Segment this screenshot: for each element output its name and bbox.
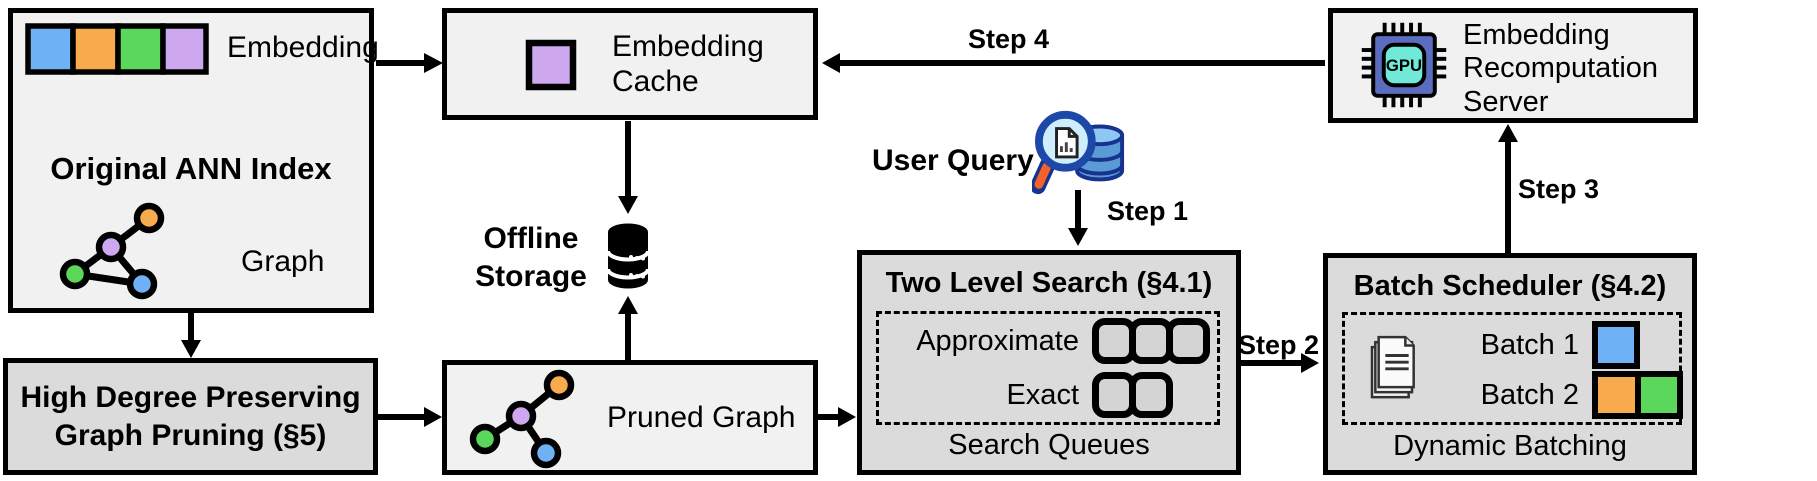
dynamic-batching-dashed-box: Batch 1 Batch 2 — [1342, 312, 1683, 425]
batch2-cell-orange — [1592, 371, 1641, 419]
approximate-queue-row: Approximate — [883, 318, 1210, 364]
pruned-node-orange — [543, 369, 575, 401]
original-ann-index-box: Embedding Original ANN Index Graph — [8, 8, 379, 313]
embedding-vector-icon — [25, 23, 209, 75]
batch2-squares-icon — [1592, 371, 1683, 419]
gpu-icon: GPU — [1361, 22, 1447, 108]
embedding-cache-label: Embedding Cache — [612, 30, 764, 99]
queue-slot — [1166, 318, 1210, 364]
search-queues-dashed-box: Approximate Exact — [876, 311, 1220, 425]
queue-slot — [1092, 318, 1136, 364]
dynamic-batching-caption: Dynamic Batching — [1393, 430, 1627, 462]
recompute-server-label: Embedding Recomputation Server — [1463, 19, 1659, 118]
exact-label: Exact — [1006, 378, 1079, 411]
arrow-pruned-graph-to-storage — [618, 296, 638, 362]
two-level-search-box: Two Level Search (§4.1) Approximate Exac… — [857, 250, 1241, 475]
embedding-cell-blue — [25, 23, 76, 75]
batch-scheduler-box: Batch Scheduler (§4.2) Batch 1 Batch 2 — [1323, 253, 1697, 475]
queue-slot — [1129, 372, 1173, 418]
arrow-step3-scheduler-to-server — [1498, 124, 1518, 255]
pruned-node-blue — [530, 437, 562, 469]
arrow-step1-query-to-search — [1068, 190, 1088, 246]
approximate-label: Approximate — [916, 324, 1079, 357]
documents-icon — [1370, 335, 1415, 399]
graph-node-blue — [126, 268, 158, 300]
graph-pruning-box: High Degree Preserving Graph Pruning (§5… — [3, 358, 378, 475]
arrow-ann-to-pruning — [181, 313, 201, 358]
pruned-graph-label: Pruned Graph — [607, 401, 796, 434]
batch-scheduler-title: Batch Scheduler (§4.2) — [1353, 270, 1667, 302]
embedding-cell-purple — [160, 23, 209, 75]
gpu-icon-text: GPU — [1386, 56, 1422, 75]
offline-storage-label: Offline Storage — [475, 222, 587, 293]
graph-node-orange — [133, 202, 165, 234]
batch1-squares-icon — [1592, 321, 1640, 369]
graph-pruning-label: High Degree Preserving Graph Pruning (§5… — [20, 381, 361, 452]
batch2-label: Batch 2 — [1480, 378, 1579, 411]
arrow-pruning-to-pruned-graph — [378, 407, 442, 427]
step2-label: Step 2 — [1238, 330, 1320, 360]
batch1-cell-blue — [1592, 321, 1640, 369]
graph-label: Graph — [241, 245, 325, 278]
step4-label: Step 4 — [968, 24, 1050, 54]
approximate-slots — [1092, 318, 1210, 364]
graph-node-purple — [95, 231, 127, 263]
arrow-pruned-graph-to-search — [818, 407, 856, 427]
cached-embedding-icon — [525, 39, 577, 91]
arrow-ann-to-cache — [376, 53, 443, 73]
queue-slot — [1092, 372, 1136, 418]
embedding-cell-orange — [70, 23, 121, 75]
pruned-node-green — [469, 423, 501, 455]
cache-cell-purple — [525, 39, 577, 91]
arrow-step4-server-to-cache — [822, 53, 1325, 73]
arrow-step2-search-to-scheduler — [1241, 353, 1319, 373]
graph-node-green — [59, 258, 91, 290]
batch2-row: Batch 2 — [1445, 371, 1683, 419]
embedding-label: Embedding — [227, 31, 379, 64]
ann-index-title: Original ANN Index — [50, 151, 332, 186]
batch1-row: Batch 1 — [1445, 321, 1641, 369]
graph-icon — [59, 202, 165, 300]
batch2-cell-green — [1635, 371, 1683, 419]
two-level-search-title: Two Level Search (§4.1) — [885, 267, 1213, 299]
embedding-cache-box: Embedding Cache — [442, 8, 818, 120]
batch1-label: Batch 1 — [1480, 328, 1579, 361]
pruned-graph-box: Pruned Graph — [442, 360, 818, 475]
step3-label: Step 3 — [1518, 174, 1600, 204]
step1-label: Step 1 — [1107, 196, 1189, 226]
offline-storage-database-icon — [606, 223, 650, 289]
user-query-label: User Query — [872, 144, 1034, 177]
arrow-cache-to-storage — [618, 121, 638, 214]
user-query-icon — [1032, 110, 1125, 195]
pruned-node-purple — [505, 400, 537, 432]
search-queues-caption: Search Queues — [948, 429, 1150, 461]
pruned-graph-icon — [469, 369, 575, 469]
exact-queue-row: Exact — [883, 372, 1173, 418]
embedding-cell-green — [115, 23, 166, 75]
exact-slots — [1092, 372, 1173, 418]
recompute-server-box: GPU Embedding Recomputation Server — [1328, 8, 1698, 123]
